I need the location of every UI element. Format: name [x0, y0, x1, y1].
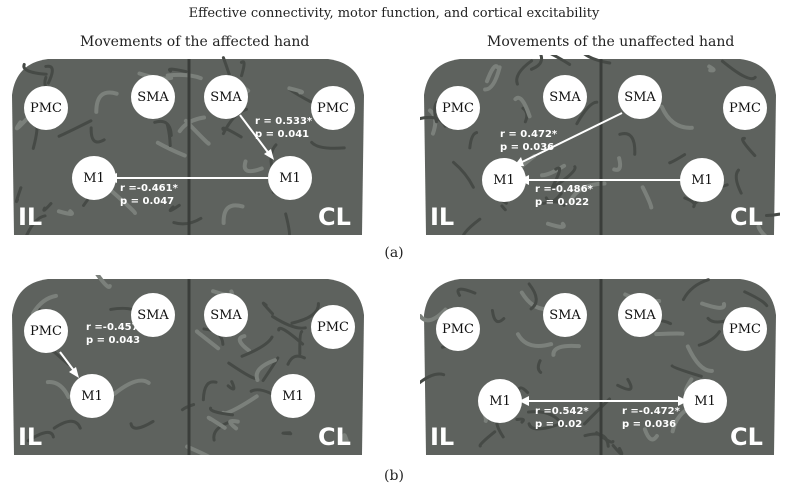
panel-label-b: (b)	[384, 468, 404, 484]
ipsilateral-label: IL	[430, 423, 455, 451]
pmc-node: PMC	[24, 86, 68, 130]
connection-stat: r =-0.461*p = 0.047	[120, 183, 178, 207]
contralateral-label: CL	[730, 203, 763, 231]
contralateral-label: CL	[318, 203, 351, 231]
pmc-node: PMC	[436, 86, 480, 130]
contralateral-label: CL	[730, 423, 763, 451]
connection-arrows	[519, 396, 688, 406]
connection-stat: r =-0.472*p = 0.036	[622, 406, 680, 430]
m1-node: M1	[271, 374, 315, 418]
m1-node: M1	[268, 156, 312, 200]
panel-b-unaffected: PMC SMA SMA PMC M1 M1 r =0.542*p = 0.02 …	[420, 275, 780, 455]
ipsilateral-label: IL	[18, 203, 43, 231]
sma-node: SMA	[618, 75, 662, 119]
m1-node: M1	[482, 158, 526, 202]
sma-node: SMA	[204, 75, 248, 119]
sma-node: SMA	[543, 75, 587, 119]
m1-node: M1	[70, 374, 114, 418]
connection-arrows	[107, 114, 274, 183]
sma-node: SMA	[618, 293, 662, 337]
column-title-affected: Movements of the affected hand	[80, 34, 310, 50]
sma-node: SMA	[204, 293, 248, 337]
sma-node: SMA	[131, 75, 175, 119]
connection-arrows	[514, 112, 682, 185]
pmc-node: PMC	[311, 86, 355, 130]
connection-stat: r = 0.472*p = 0.036	[500, 129, 558, 153]
figure-title: Effective connectivity, motor function, …	[188, 6, 600, 21]
pmc-node: PMC	[311, 305, 355, 349]
panel-label-a: (a)	[384, 245, 404, 261]
panel-a-unaffected: PMC SMA SMA PMC M1 M1 r = 0.472*p = 0.03…	[420, 55, 780, 235]
m1-node: M1	[683, 379, 727, 423]
m1-node: M1	[478, 379, 522, 423]
pmc-node: PMC	[723, 307, 767, 351]
connection-stat: r =0.542*p = 0.02	[535, 406, 589, 430]
ipsilateral-label: IL	[18, 423, 43, 451]
m1-node: M1	[680, 158, 724, 202]
sma-node: SMA	[543, 293, 587, 337]
pmc-node: PMC	[24, 309, 68, 353]
connection-arrows	[59, 351, 79, 378]
panel-a-affected: PMC SMA SMA PMC M1 M1 r = 0.533*p = 0.04…	[8, 55, 368, 235]
m1-node: M1	[72, 156, 116, 200]
connection-stat: r = 0.533*p = 0.041	[255, 116, 313, 140]
column-title-unaffected: Movements of the unaffected hand	[487, 34, 735, 50]
sma-node: SMA	[131, 293, 175, 337]
connection-stat: r =-0.486*p = 0.022	[535, 184, 593, 208]
contralateral-label: CL	[318, 423, 351, 451]
ipsilateral-label: IL	[430, 203, 455, 231]
pmc-node: PMC	[723, 86, 767, 130]
pmc-node: PMC	[436, 307, 480, 351]
